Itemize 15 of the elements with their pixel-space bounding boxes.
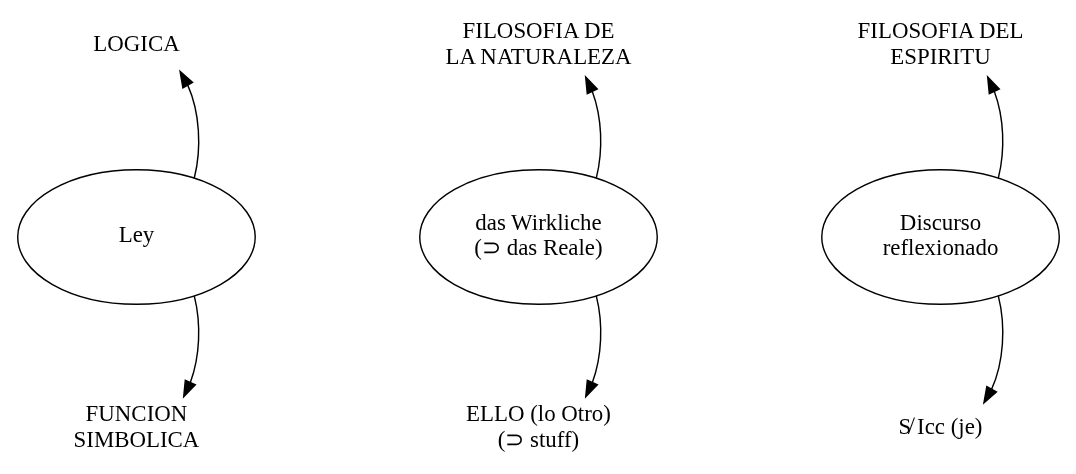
arrow bbox=[182, 295, 199, 399]
node-ellipse: das Wirkliche (⊃ das Reale) bbox=[418, 169, 658, 305]
arrow bbox=[986, 75, 1003, 179]
node-text: FILOSOFIA DE LA NATURALEZA bbox=[444, 17, 632, 69]
node-text: LOGICA bbox=[92, 30, 180, 56]
arrow bbox=[178, 69, 199, 179]
arrow bbox=[584, 75, 601, 179]
node-text: FUNCION SIMBOLICA bbox=[73, 401, 199, 453]
node-text: FILOSOFIA DEL ESPIRITU bbox=[857, 17, 1023, 69]
arrow bbox=[982, 295, 1003, 405]
arrow bbox=[584, 295, 601, 399]
node-text: S̸ Icc (je) bbox=[898, 414, 982, 440]
node-ellipse: Ley bbox=[16, 169, 256, 305]
node-ellipse: Discurso reflexionado bbox=[820, 169, 1060, 305]
node-text: ELLO (lo Otro) (⊃ stuff) bbox=[465, 401, 611, 453]
